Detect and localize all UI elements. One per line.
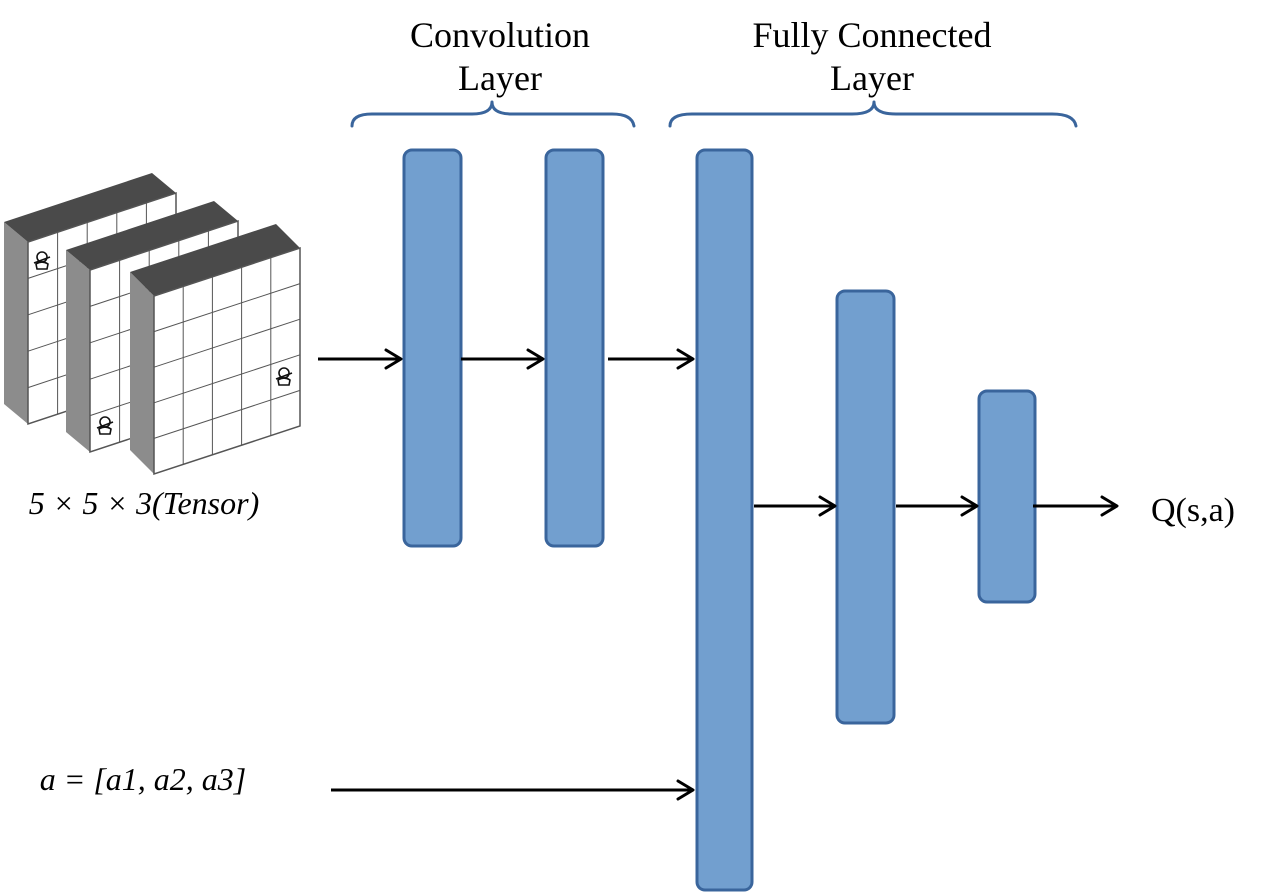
conv-header-line1: Convolution (410, 15, 590, 55)
chess-piece-icon (33, 251, 51, 270)
arrow-conv2-to-fc1 (608, 348, 695, 370)
input-tensor-label: 5 × 5 × 3(Tensor) (29, 485, 259, 521)
fc-layer-3 (977, 389, 1037, 604)
conv-layer-1 (402, 148, 463, 548)
arrow-conv1-to-conv2 (461, 348, 545, 370)
fc-header-line2: Layer (830, 58, 914, 98)
conv-header-line2: Layer (458, 58, 542, 98)
conv-layer-2 (544, 148, 605, 548)
arrow-fc1-to-fc2 (754, 495, 837, 517)
arrow-action-to-fc1 (331, 779, 695, 801)
action-input-label: a = [a1, a2, a3] (40, 761, 247, 797)
arrow-fc2-to-fc3 (896, 495, 979, 517)
chess-piece-icon (275, 367, 293, 386)
fc-layer-2 (835, 289, 896, 725)
input-tensor-stack (4, 173, 301, 476)
chess-piece-icon (96, 416, 114, 435)
conv-brace (350, 100, 636, 128)
fc-header-line1: Fully Connected (753, 15, 992, 55)
fc-layer-1 (695, 148, 754, 892)
output-label: Q(s,a) (1151, 492, 1235, 529)
fc-brace (668, 100, 1078, 128)
arrow-fc3-to-output (1033, 495, 1119, 517)
tensor-board-3 (130, 224, 301, 476)
arrow-input-to-conv1 (318, 348, 403, 370)
